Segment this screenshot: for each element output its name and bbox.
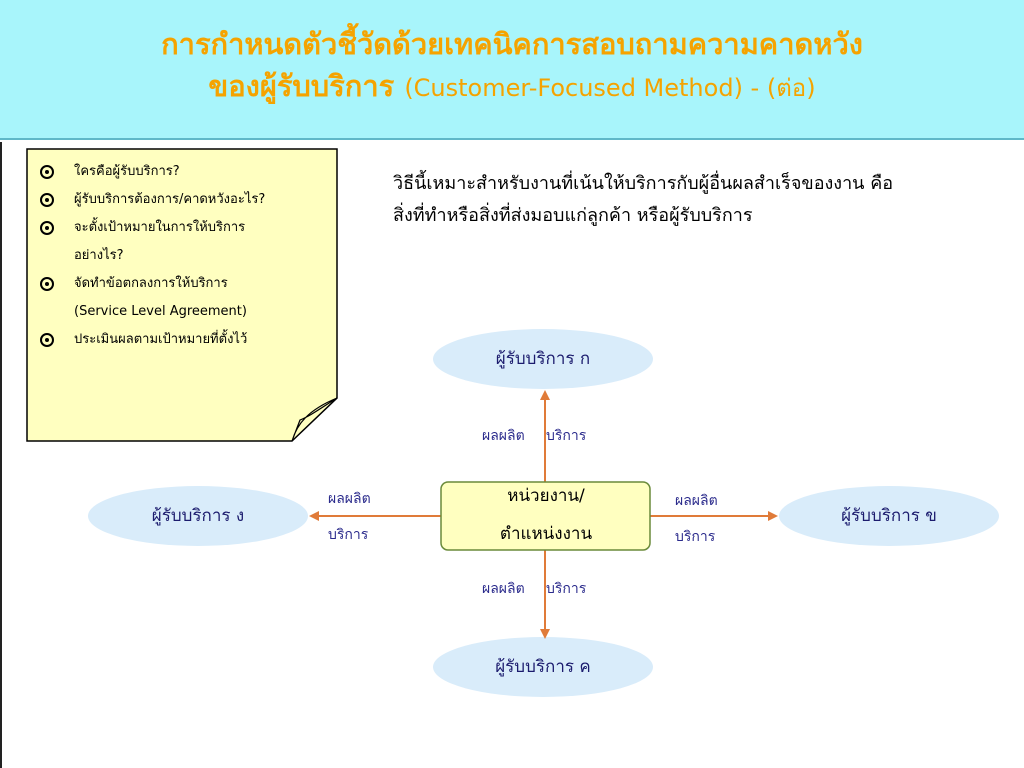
bottom-output-label: ผลผลิต — [482, 581, 525, 597]
title-banner: การกำหนดตัวชี้วัดด้วยเทคนิคการสอบถามความ… — [0, 0, 1024, 140]
top-output-label: ผลผลิต — [482, 428, 525, 444]
intro-paragraph: วิธีนี้เหมาะสำหรับงานที่เน้นให้บริการกับ… — [393, 168, 993, 232]
top-service-label: บริการ — [546, 428, 587, 444]
recipient-bottom-ellipse — [433, 637, 653, 697]
right-service-label: บริการ — [675, 529, 716, 545]
checklist: ใครคือผู้รับบริการ? ผู้รับบริการต้องการ/… — [40, 158, 320, 354]
title-thai-part: ของผู้รับบริการ — [208, 69, 395, 103]
slide-title-line1: การกำหนดตัวชี้วัดด้วยเทคนิคการสอบถามความ… — [161, 27, 863, 61]
center-unit-line2: ตำแหน่งงาน — [499, 524, 593, 544]
bullet-circle-icon — [40, 221, 54, 235]
center-unit-line1: หน่วยงาน/ — [507, 486, 585, 506]
checklist-item: จะตั้งเป้าหมายในการให้บริการ — [40, 214, 320, 242]
bullet-circle-icon — [40, 193, 54, 207]
center-unit-box — [440, 481, 651, 551]
left-output-label: ผลผลิต — [328, 491, 371, 507]
right-output-label: ผลผลิต — [675, 493, 718, 509]
recipient-top-ellipse — [433, 329, 653, 389]
slide-title-line2: ของผู้รับบริการ (Customer-Focused Method… — [0, 66, 1024, 108]
recipient-left-label: ผู้รับบริการ ง — [151, 506, 245, 526]
bullet-circle-icon — [40, 333, 54, 347]
intro-line1: วิธีนี้เหมาะสำหรับงานที่เน้นให้บริการกับ… — [393, 173, 894, 194]
sticky-note-checklist: ใครคือผู้รับบริการ? ผู้รับบริการต้องการ/… — [26, 148, 338, 442]
intro-line2: สิ่งที่ทำหรือสิ่งที่ส่งมอบแก่ลูกค้า หรือ… — [393, 205, 753, 226]
bullet-circle-icon — [40, 165, 54, 179]
checklist-item: ใครคือผู้รับบริการ? — [40, 158, 320, 186]
left-border-line — [0, 142, 2, 768]
recipient-left-ellipse — [88, 486, 308, 546]
bottom-service-label: บริการ — [546, 581, 587, 597]
checklist-item-continued: อย่างไร? — [74, 248, 124, 263]
left-service-label: บริการ — [328, 527, 369, 543]
recipient-right-label: ผู้รับบริการ ข — [841, 506, 937, 526]
sticky-note-shape — [26, 148, 338, 442]
recipient-right-ellipse — [779, 486, 999, 546]
title-english-part: (Customer-Focused Method) - (ต่อ) — [404, 74, 816, 102]
checklist-item-continued: (Service Level Agreement) — [74, 304, 247, 319]
bullet-circle-icon — [40, 277, 54, 291]
recipient-bottom-label: ผู้รับบริการ ค — [495, 657, 591, 677]
checklist-item: ผู้รับบริการต้องการ/คาดหวังอะไร? — [40, 186, 320, 214]
checklist-item: จัดทำข้อตกลงการให้บริการ — [40, 270, 320, 298]
checklist-item: ประเมินผลตามเป้าหมายที่ตั้งไว้ — [40, 326, 320, 354]
recipient-top-label: ผู้รับบริการ ก — [495, 349, 591, 369]
